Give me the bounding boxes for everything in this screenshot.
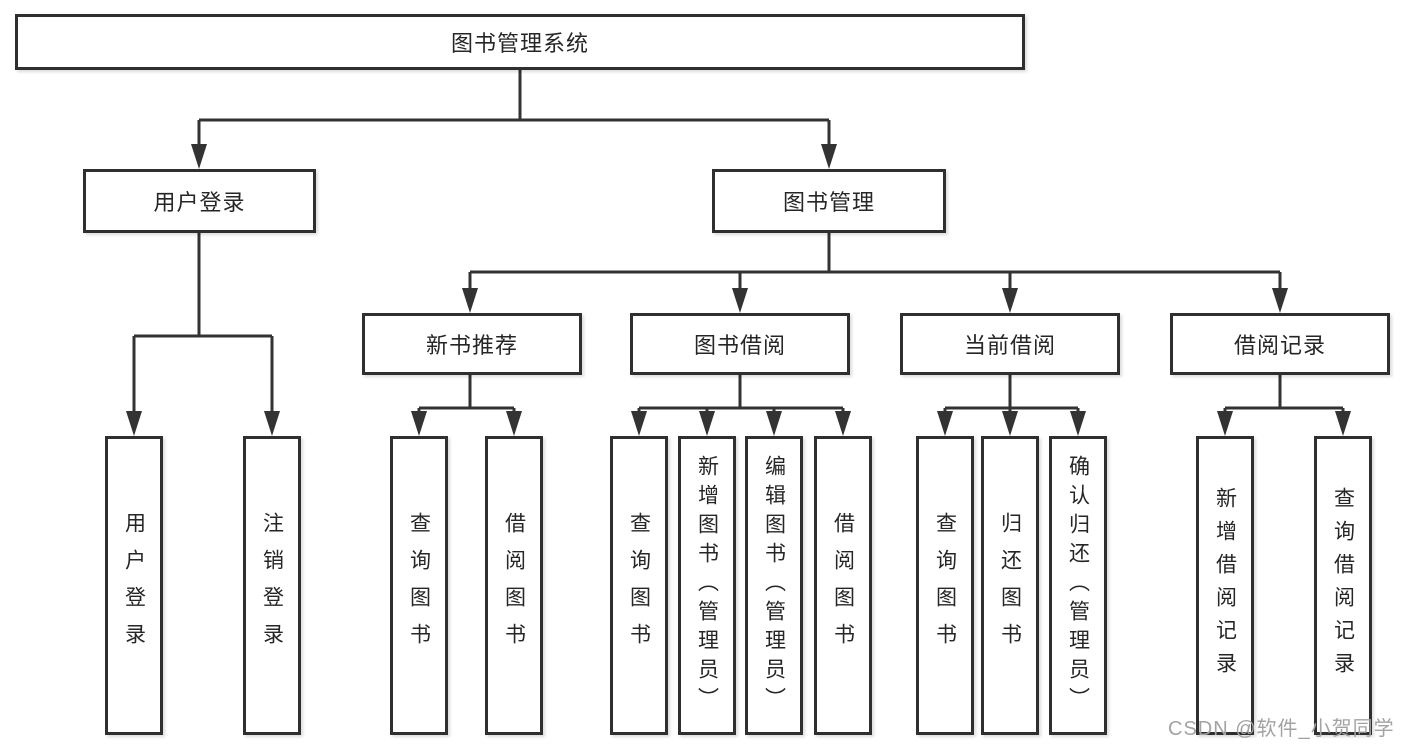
leaf-records-query-borrow-record: 查询借阅记录 bbox=[1314, 436, 1372, 735]
node-book-management: 图书管理 bbox=[712, 169, 946, 233]
leaf-records-add-borrow-record-label: 新增借阅记录 bbox=[1213, 486, 1237, 685]
connector-user-login-to-leaves bbox=[126, 232, 280, 436]
node-book-management-label: 图书管理 bbox=[782, 190, 875, 215]
connector-recommend-to-leaves bbox=[411, 375, 522, 436]
arrowhead bbox=[411, 411, 427, 436]
leaf-recommend-query-books: 查询图书 bbox=[390, 436, 448, 735]
leaf-recommend-borrow-books-label: 借阅图书 bbox=[502, 511, 526, 660]
connector-records-to-leaves bbox=[1217, 375, 1351, 436]
node-new-book-recommend: 新书推荐 bbox=[362, 313, 582, 375]
arrowhead bbox=[1272, 288, 1288, 313]
arrowhead bbox=[766, 411, 782, 436]
connector-borrowing-to-leaves bbox=[631, 375, 851, 436]
connector-current-to-leaves bbox=[937, 375, 1086, 436]
leaf-current-query-books-label: 查询图书 bbox=[933, 511, 957, 660]
leaf-recommend-borrow-books: 借阅图书 bbox=[485, 436, 543, 735]
leaf-user-login: 用户登录 bbox=[105, 436, 163, 735]
leaf-borrowing-borrow-books-label: 借阅图书 bbox=[831, 511, 855, 660]
leaf-logout-label: 注销登录 bbox=[260, 511, 284, 660]
leaf-borrowing-edit-books-admin-label: 编辑图书（管理员） bbox=[762, 455, 786, 716]
node-root: 图书管理系统 bbox=[15, 14, 1025, 70]
leaf-borrowing-query-books: 查询图书 bbox=[610, 436, 668, 735]
node-book-borrowing-label: 图书借阅 bbox=[693, 333, 786, 358]
leaf-borrowing-edit-books-admin: 编辑图书（管理员） bbox=[745, 436, 803, 735]
node-current-borrowing-label: 当前借阅 bbox=[963, 333, 1056, 358]
arrowhead bbox=[732, 288, 748, 313]
arrowhead bbox=[699, 411, 715, 436]
node-root-label: 图书管理系统 bbox=[450, 31, 589, 56]
leaf-borrowing-add-books-admin: 新增图书（管理员） bbox=[678, 436, 736, 735]
leaf-borrowing-borrow-books: 借阅图书 bbox=[814, 436, 872, 735]
arrowhead bbox=[937, 411, 953, 436]
leaf-current-confirm-return-admin: 确认归还（管理员） bbox=[1049, 436, 1107, 735]
arrowhead bbox=[1070, 411, 1086, 436]
leaf-recommend-query-books-label: 查询图书 bbox=[407, 511, 431, 660]
leaf-current-return-books: 归还图书 bbox=[981, 436, 1039, 735]
csdn-watermark: CSDN @软件_小贺同学 bbox=[1168, 718, 1395, 740]
arrowhead bbox=[835, 411, 851, 436]
arrowhead bbox=[1002, 411, 1018, 436]
leaf-current-confirm-return-admin-label: 确认归还（管理员） bbox=[1066, 455, 1090, 716]
node-user-login: 用户登录 bbox=[83, 169, 316, 233]
leaf-current-return-books-label: 归还图书 bbox=[998, 511, 1022, 660]
leaf-borrowing-query-books-label: 查询图书 bbox=[627, 511, 651, 660]
arrowhead bbox=[506, 411, 522, 436]
leaf-logout: 注销登录 bbox=[243, 436, 301, 735]
leaf-current-query-books: 查询图书 bbox=[916, 436, 974, 735]
node-borrowing-records-label: 借阅记录 bbox=[1233, 333, 1326, 358]
arrowhead bbox=[631, 411, 647, 436]
node-user-login-label: 用户登录 bbox=[153, 190, 246, 215]
arrowhead bbox=[462, 288, 478, 313]
arrowhead bbox=[1002, 288, 1018, 313]
node-borrowing-records: 借阅记录 bbox=[1170, 313, 1390, 375]
arrowhead bbox=[191, 144, 207, 169]
arrowhead bbox=[821, 144, 837, 169]
leaf-user-login-label: 用户登录 bbox=[122, 511, 146, 660]
arrowhead bbox=[1217, 411, 1233, 436]
node-new-book-recommend-label: 新书推荐 bbox=[425, 333, 518, 358]
connector-book-management-to-level3 bbox=[462, 233, 1288, 313]
connector-root-to-level2 bbox=[191, 70, 837, 169]
leaf-records-query-borrow-record-label: 查询借阅记录 bbox=[1331, 486, 1355, 685]
node-current-borrowing: 当前借阅 bbox=[900, 313, 1120, 375]
arrowhead bbox=[126, 411, 142, 436]
leaf-borrowing-add-books-admin-label: 新增图书（管理员） bbox=[695, 455, 719, 716]
leaf-records-add-borrow-record: 新增借阅记录 bbox=[1196, 436, 1254, 735]
node-book-borrowing: 图书借阅 bbox=[630, 313, 850, 375]
arrowhead bbox=[264, 411, 280, 436]
arrowhead bbox=[1335, 411, 1351, 436]
